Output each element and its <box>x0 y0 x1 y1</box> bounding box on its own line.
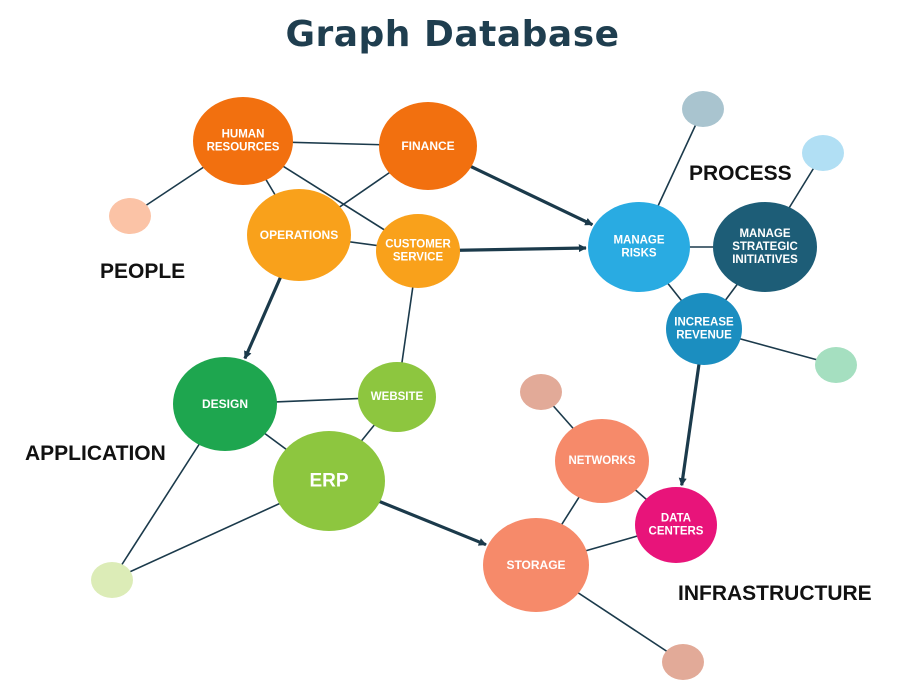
node-finance: FINANCE <box>379 102 477 190</box>
nodes-layer: HUMAN RESOURCES FINANCE OPERATIONS CUSTOMER S… <box>91 91 857 680</box>
group-label-infrastructure: INFRASTRUCTURE <box>678 582 872 605</box>
node-label: ERP <box>309 471 348 492</box>
node-label: RESOURCES <box>207 142 280 154</box>
node-circle <box>193 97 293 185</box>
node-label: INCREASE <box>674 316 734 328</box>
minor-node-process-dot-1 <box>682 91 724 127</box>
node-data-centers: DATA CENTERS <box>635 487 717 563</box>
node-label: REVENUE <box>676 330 732 342</box>
minor-node-application-dot <box>91 562 133 598</box>
node-label: SERVICE <box>393 252 444 264</box>
node-label: RISKS <box>621 248 656 260</box>
node-label: CENTERS <box>649 526 704 538</box>
group-label-application: APPLICATION <box>25 442 166 465</box>
node-circle <box>588 202 690 292</box>
node-circle <box>273 431 385 531</box>
minor-node-process-dot-2 <box>802 135 844 171</box>
minor-node-infra-dot-2 <box>662 644 704 680</box>
minor-node-infra-dot-1 <box>520 374 562 410</box>
node-label: FINANCE <box>401 139 454 153</box>
node-label: DATA <box>661 512 691 524</box>
node-increase-revenue: INCREASE REVENUE <box>666 293 742 365</box>
node-label: STORAGE <box>506 558 565 572</box>
node-circle <box>713 202 817 292</box>
node-label: OPERATIONS <box>260 228 338 242</box>
node-storage: STORAGE <box>483 518 589 612</box>
node-customer-service: CUSTOMER SERVICE <box>376 214 460 288</box>
node-label: MANAGE <box>613 234 664 246</box>
minor-node-process-dot-3 <box>815 347 857 383</box>
node-circle <box>555 419 649 503</box>
group-label-people: PEOPLE <box>100 260 186 283</box>
node-networks: NETWORKS <box>555 419 649 503</box>
node-circle <box>483 518 589 612</box>
node-label: NETWORKS <box>568 455 635 467</box>
node-manage-risks: MANAGE RISKS <box>588 202 690 292</box>
node-erp: ERP <box>273 431 385 531</box>
node-circle <box>635 487 717 563</box>
minor-node-people-dot <box>109 198 151 234</box>
node-website: WEBSITE <box>358 362 436 432</box>
node-label: CUSTOMER <box>385 238 451 250</box>
node-circle <box>173 357 277 451</box>
node-label: DESIGN <box>202 397 248 411</box>
node-design: DESIGN <box>173 357 277 451</box>
node-label: STRATEGIC <box>732 241 798 253</box>
node-circle <box>247 189 351 281</box>
node-circle <box>376 214 460 288</box>
node-circle <box>666 293 742 365</box>
node-label: HUMAN <box>222 128 265 140</box>
group-label-process: PROCESS <box>689 162 792 185</box>
node-operations: OPERATIONS <box>247 189 351 281</box>
node-label: MANAGE <box>739 228 790 240</box>
node-label: WEBSITE <box>371 391 424 403</box>
diagram-title: Graph Database <box>285 14 620 55</box>
node-circle <box>379 102 477 190</box>
node-label: INITIATIVES <box>732 254 798 266</box>
node-human-resources: HUMAN RESOURCES <box>193 97 293 185</box>
node-circle <box>358 362 436 432</box>
